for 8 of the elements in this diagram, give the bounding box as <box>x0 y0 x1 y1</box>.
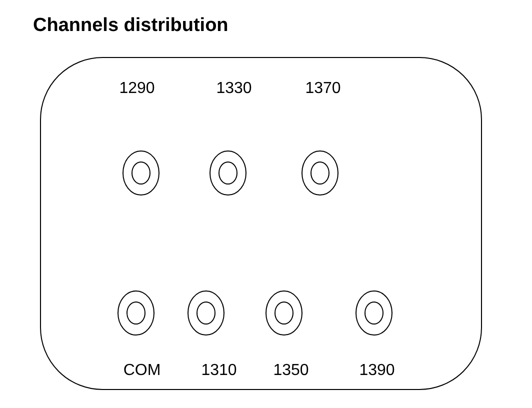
diagram-title: Channels distribution <box>33 15 228 37</box>
channel-label: 1390 <box>359 362 395 380</box>
channel-label: 1370 <box>305 80 341 98</box>
channel-label: 1310 <box>201 362 237 380</box>
channel-label: 1350 <box>273 362 309 380</box>
channel-label: 1330 <box>216 80 252 98</box>
channel-label: 1290 <box>119 80 155 98</box>
channel-label: COM <box>123 362 161 380</box>
